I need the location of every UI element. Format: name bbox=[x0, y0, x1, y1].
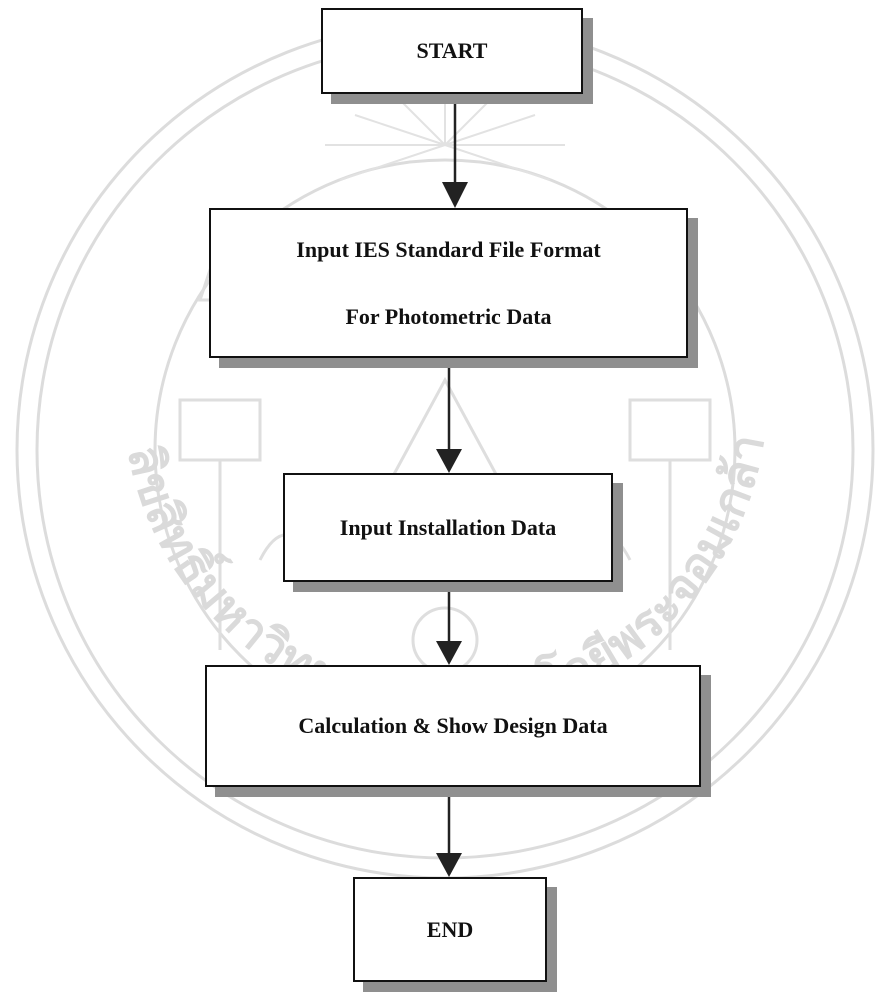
calculation-node: Calculation & Show Design Data bbox=[205, 665, 701, 787]
arrowhead-icon bbox=[436, 449, 462, 473]
ies-input-node-label-line-2: For Photometric Data bbox=[345, 303, 552, 329]
calculation-node-label: Calculation & Show Design Data bbox=[298, 713, 608, 738]
ies-input-node-label-line-1: Input IES Standard File Format bbox=[296, 236, 601, 262]
arrowhead-icon bbox=[436, 853, 462, 877]
arrowhead-icon bbox=[442, 182, 468, 208]
start-node-label: START bbox=[416, 38, 488, 63]
arrowhead-icon bbox=[436, 641, 462, 665]
installation-input-node-label: Input Installation Data bbox=[339, 514, 557, 540]
arrow-calculation-to-end bbox=[436, 787, 462, 877]
start-node: START bbox=[321, 8, 583, 94]
end-node-label: END bbox=[426, 916, 474, 942]
installation-input-node: Input Installation Data bbox=[283, 473, 613, 582]
ies-input-node: Input IES Standard File Format For Photo… bbox=[209, 208, 688, 358]
arrow-installation-to-calculation bbox=[436, 582, 462, 665]
arrow-ies-to-installation-input bbox=[436, 358, 462, 473]
end-node: END bbox=[353, 877, 547, 982]
arrow-start-to-ies-input bbox=[442, 94, 468, 208]
